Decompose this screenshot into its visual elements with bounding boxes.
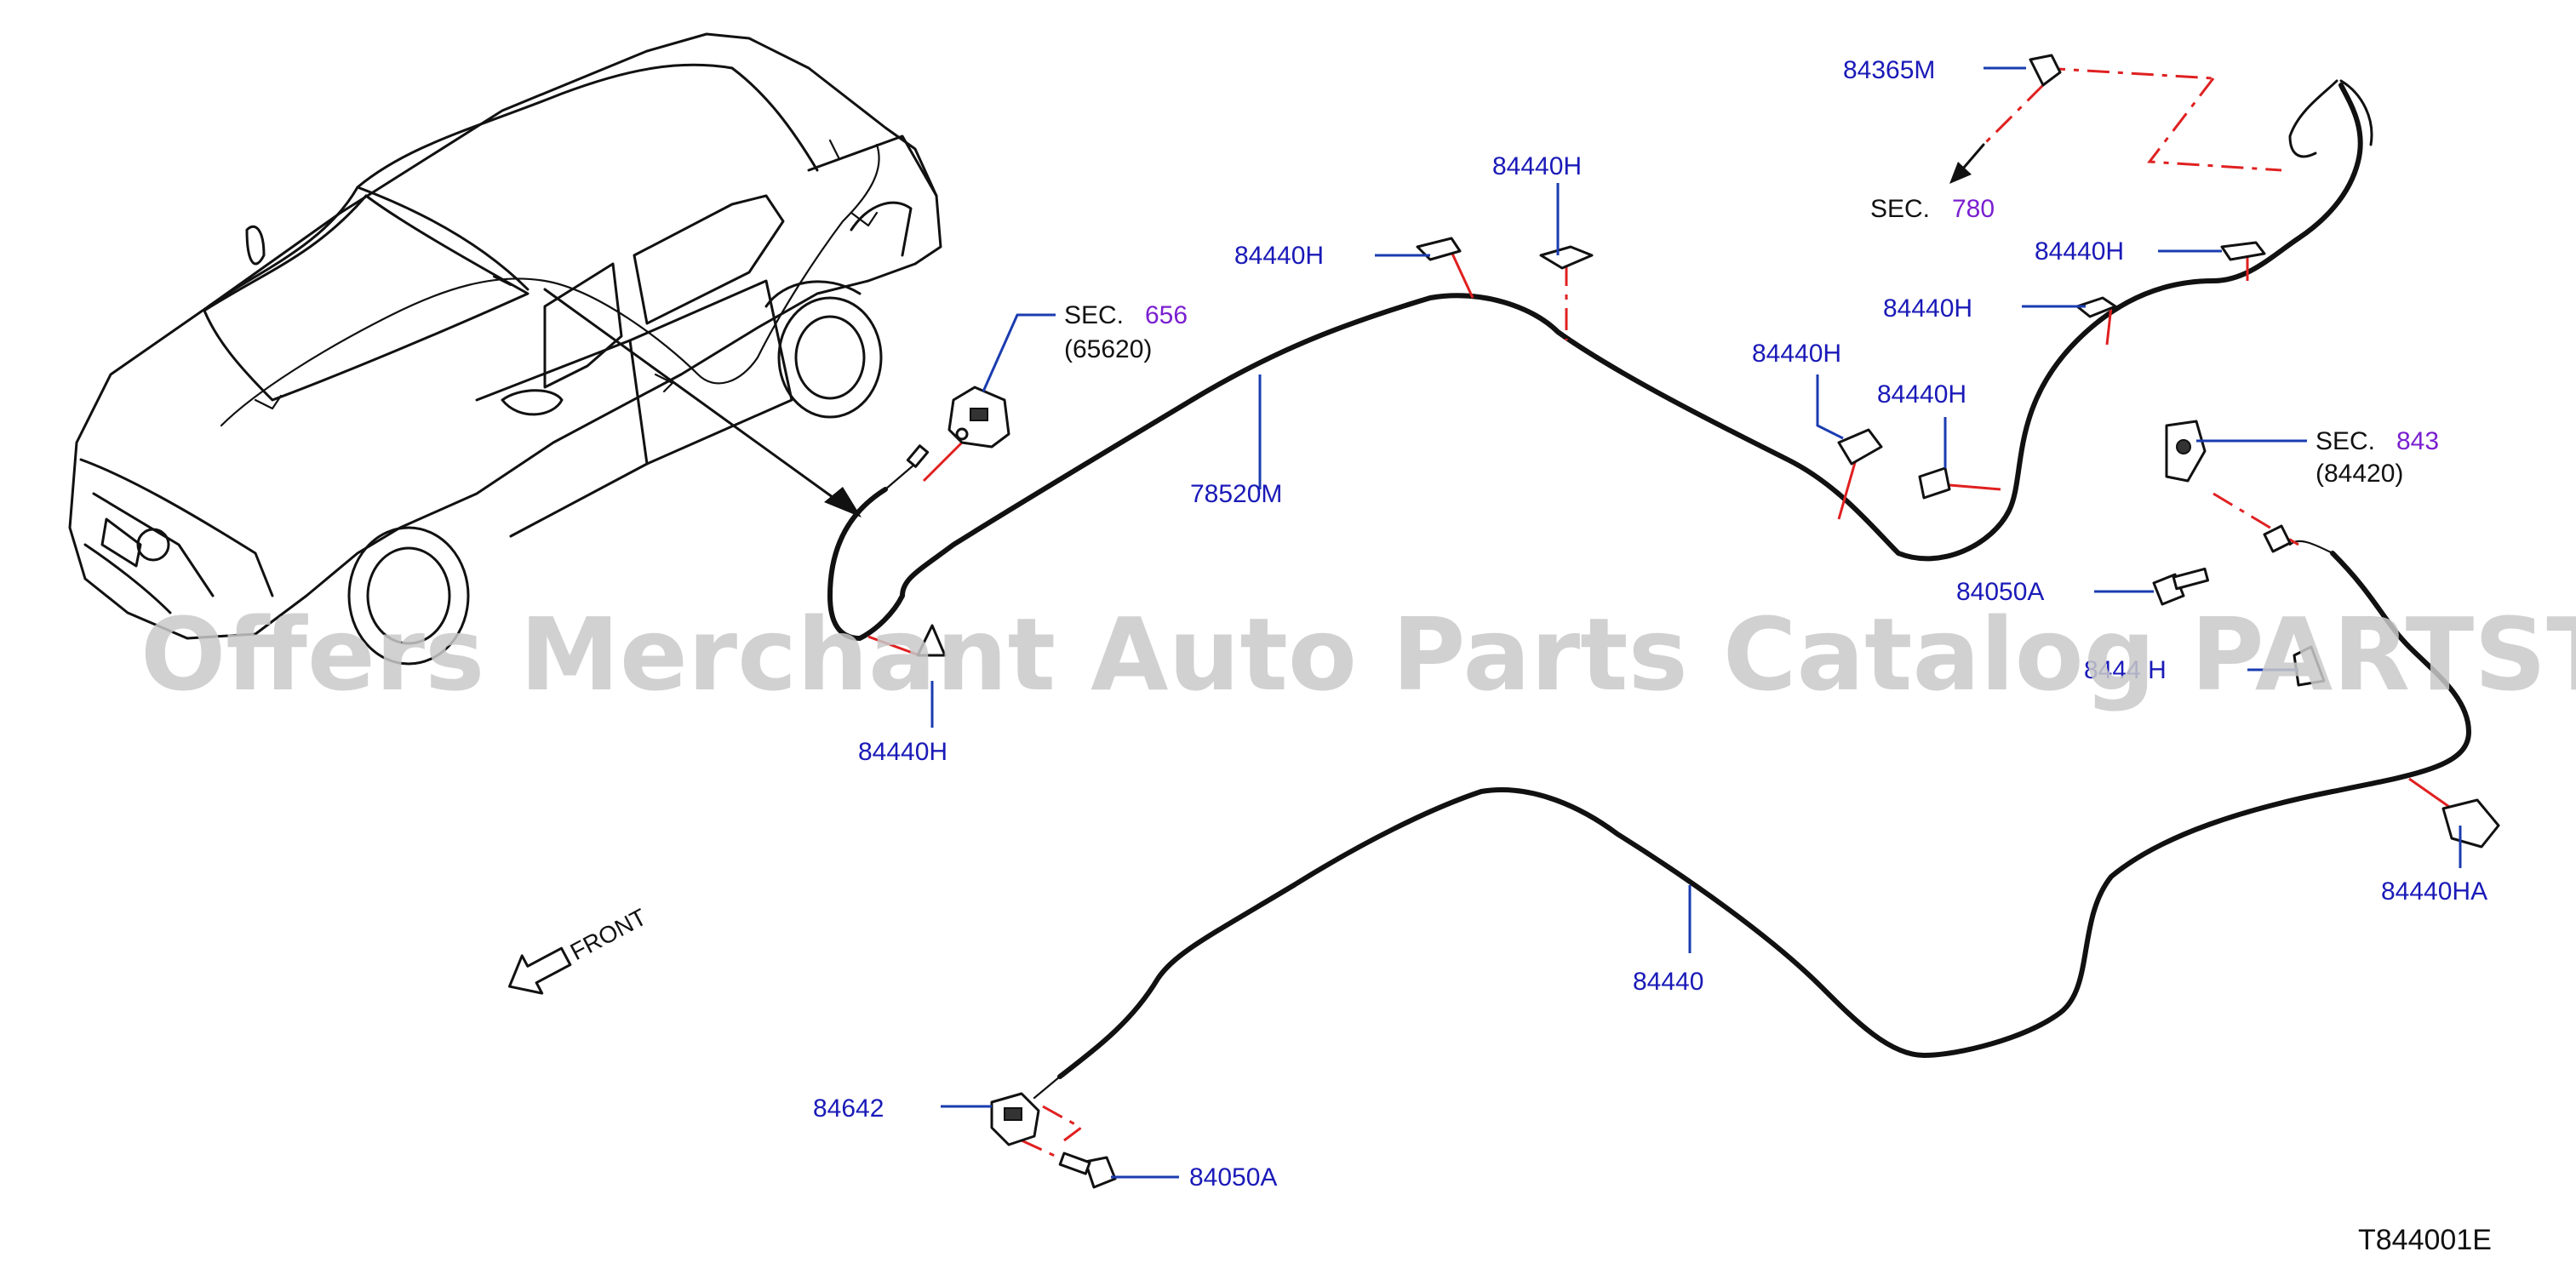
sec-780-number[interactable]: 780: [1952, 195, 1995, 223]
diagram-code: T844001E: [2358, 1224, 2492, 1256]
label-84050a-right[interactable]: 84050A: [1956, 578, 2044, 606]
label-84440h-a[interactable]: 84440H: [1234, 242, 1324, 270]
label-84050a-lower[interactable]: 84050A: [1189, 1163, 1277, 1192]
label-84440h-i[interactable]: 8444 H: [2084, 656, 2167, 684]
sec-780-prefix: SEC.: [1870, 195, 1930, 223]
part-labels: SEC. 656 (65620) 78520M 84440H 84440H 84…: [813, 56, 2492, 1256]
sec-656-number[interactable]: 656: [1145, 301, 1188, 329]
car-illustration: [68, 32, 942, 666]
watermark: Offers Merchant Auto Parts Catalog PARTS…: [140, 596, 2576, 713]
cable-78520m: [827, 79, 2373, 641]
leader-lines: [930, 66, 2462, 1179]
label-84440[interactable]: 84440: [1633, 968, 1703, 996]
label-78520m[interactable]: 78520M: [1190, 480, 1282, 508]
label-84365m[interactable]: 84365M: [1843, 56, 1935, 84]
sec-656-sub: (65620): [1064, 335, 1152, 363]
sec-843-sub: (84420): [2316, 460, 2403, 488]
front-label: FRONT: [566, 904, 651, 966]
label-84642[interactable]: 84642: [813, 1094, 884, 1123]
label-84440h-f[interactable]: 84440H: [2035, 237, 2124, 266]
small-parts: [916, 54, 2500, 1189]
sec-843-number[interactable]: 843: [2396, 427, 2439, 455]
cable-84440: [1033, 540, 2471, 1100]
label-84440h-d[interactable]: 84440H: [1877, 380, 1966, 409]
label-84440h-e[interactable]: 84440H: [1883, 294, 1972, 323]
sec-843-prefix: SEC.: [2316, 427, 2375, 455]
sec-656-prefix: SEC.: [1064, 301, 1124, 329]
front-arrow-icon: [507, 946, 572, 995]
label-84440h-c[interactable]: 84440H: [1752, 340, 1841, 368]
label-84440h-b[interactable]: 84440H: [1492, 152, 1582, 180]
label-84440h-g[interactable]: 84440H: [858, 738, 947, 766]
label-84440ha[interactable]: 84440HA: [2381, 877, 2487, 906]
front-indicator: FRONT: [507, 904, 651, 995]
